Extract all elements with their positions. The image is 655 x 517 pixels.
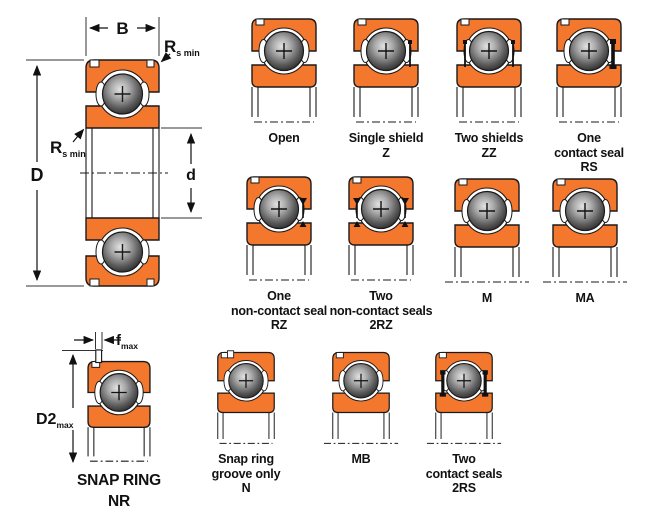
bearing-figure-m: M	[422, 165, 552, 306]
caption-line: MB	[351, 452, 371, 466]
bearing-icon-single-shield	[353, 18, 419, 123]
cage-pocket	[95, 81, 107, 107]
ball-bottom	[101, 231, 144, 273]
caption-line: RZ	[270, 318, 288, 332]
bearing-figure-two-non-contact-seals: Two non-contact seals 2RZ	[316, 163, 446, 333]
bearing-figure-snap-ring-groove: Snap ring groove only N	[181, 340, 311, 496]
bearing-caption: Open	[268, 131, 299, 146]
bore-walls	[85, 128, 160, 218]
bearing-caption: Two contact seals 2RS	[426, 452, 503, 496]
bearing-caption: MB	[351, 452, 370, 467]
ball-top	[101, 73, 144, 115]
bearing-icon-open	[251, 18, 317, 123]
cage-pocket	[138, 81, 150, 107]
bearing-figure-snap-ring: SNAP RING NR	[54, 348, 184, 512]
caption-line: ZZ	[481, 145, 497, 160]
raceway-groove-top	[97, 69, 148, 119]
bearing-icon-one-contact-seal	[556, 18, 622, 123]
extension-lines	[26, 17, 202, 287]
cage-pocket	[138, 239, 150, 265]
caption-line: Two	[369, 289, 393, 303]
bearing-caption: SNAP RING NR	[77, 470, 161, 512]
caption-line: Single shield	[348, 131, 424, 145]
caption-line: Two shields	[454, 131, 524, 145]
caption-line: M	[481, 291, 493, 305]
bearing-icon-m	[445, 178, 529, 283]
bearing-icon-mb	[323, 351, 399, 444]
caption-line: Two	[452, 452, 476, 466]
bearing-figure-two-shields: Two shields ZZ	[424, 5, 554, 160]
dim-label-rsmin-top: Rs min	[164, 37, 200, 58]
caption-line: MA	[575, 291, 595, 305]
outer-ring-top	[85, 59, 160, 93]
bearing-figure-ma: MA	[520, 165, 650, 306]
bearing-figure-two-contact-seals: Two contact seals 2RS	[399, 340, 529, 496]
bearing-caption: Snap ring groove only N	[212, 452, 281, 496]
raceway-groove-bottom	[97, 227, 148, 277]
inner-ring-top	[85, 105, 160, 129]
caption-line: contact seals	[425, 466, 503, 481]
caption-line: RS	[580, 160, 598, 174]
bearing-icon-two-contact-seals	[426, 351, 502, 444]
bearing-figure-open: Open	[219, 5, 349, 146]
shield-groove-notch	[89, 278, 100, 287]
dim-label-d: d	[186, 167, 196, 184]
bearing-icon-snap-ring	[87, 349, 151, 462]
bearing-figure-mb: MB	[296, 340, 426, 467]
bearing-figure-one-non-contact-seal: One non-contact seal RZ	[214, 163, 344, 333]
caption-line: 2RZ	[369, 318, 393, 332]
bearing-caption: Two non-contact seals 2RZ	[330, 289, 433, 333]
dim-label-D: D	[31, 165, 44, 185]
ball-cross-mark	[114, 244, 131, 260]
bearing-figure-single-shield: Single shield Z	[321, 5, 451, 160]
caption-line: contact seal	[554, 145, 624, 160]
caption-line: non-contact seals	[329, 303, 433, 318]
bearing-caption: One contact seal RS	[554, 131, 624, 175]
cage-pocket	[95, 239, 107, 265]
caption-line: groove only	[211, 466, 281, 481]
outer-ring-bottom	[85, 255, 160, 287]
caption-line: One	[267, 289, 291, 303]
inner-ring-bottom	[85, 217, 160, 241]
bearing-icon-two-shields	[456, 18, 522, 123]
shield-groove-notch	[146, 59, 155, 68]
caption-line: Snap ring	[218, 452, 274, 466]
dim-label-rsmin-side: Rs min	[50, 138, 86, 159]
caption-line: SNAP RING	[76, 472, 162, 489]
bearing-icon-one-non-contact-seal	[246, 176, 312, 281]
shield-groove-notch	[89, 59, 100, 68]
shield-groove-notch	[146, 278, 155, 287]
dim-label-B: B	[116, 19, 128, 38]
caption-line: 2RS	[452, 481, 476, 495]
bearing-caption: Single shield Z	[349, 131, 424, 160]
caption-line: Open	[268, 131, 300, 145]
caption-line: non-contact seal	[230, 303, 328, 318]
bearing-icon-ma	[543, 178, 627, 283]
bearing-figure-one-contact-seal: One contact seal RS	[524, 5, 654, 175]
dimension-arrows	[32, 23, 196, 282]
caption-line: N	[241, 481, 251, 495]
bearing-icon-snap-ring-groove	[217, 350, 275, 444]
ball-cross-mark	[114, 86, 131, 102]
caption-line: One	[577, 131, 601, 145]
caption-line: Z	[382, 145, 390, 160]
bearing-icon-two-non-contact-seals	[348, 176, 414, 281]
bearing-caption: Two shields ZZ	[454, 131, 524, 160]
bearing-caption: M	[482, 291, 492, 306]
bearing-caption: MA	[575, 291, 594, 306]
main-cross-section: B D d Rs min Rs min	[26, 17, 202, 287]
caption-line: NR	[107, 493, 130, 510]
bearing-caption: One non-contact seal RZ	[231, 289, 327, 333]
